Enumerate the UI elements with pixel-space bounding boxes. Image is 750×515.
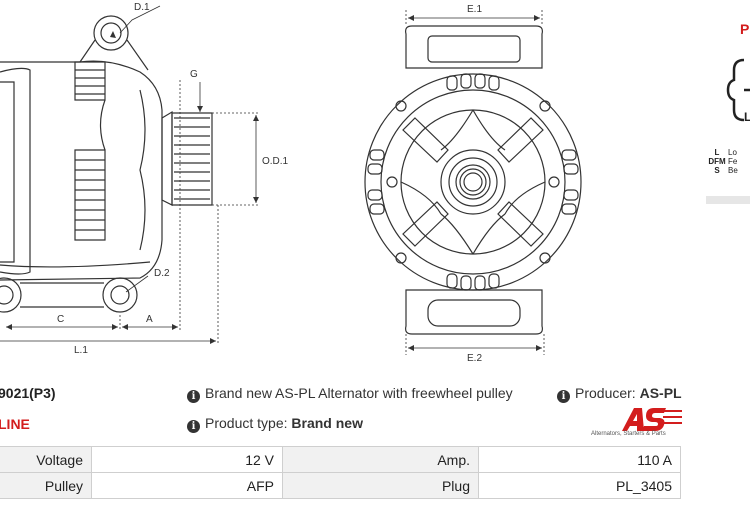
side-letter-top: P bbox=[740, 21, 749, 37]
info-icon: i bbox=[187, 420, 200, 433]
logo-tagline: Alternators, Starters & Parts bbox=[591, 431, 666, 437]
table-row: Voltage 12 V Amp. 110 A bbox=[0, 446, 681, 473]
label-l1: L.1 bbox=[74, 345, 88, 356]
spec-value: 110 A bbox=[478, 446, 681, 473]
spec-label: Voltage bbox=[0, 446, 92, 473]
pulley-hub bbox=[440, 149, 506, 215]
label-d2: D.2 bbox=[154, 268, 170, 279]
spec-value: AFP bbox=[91, 472, 283, 499]
product-code: 9021(P3) bbox=[0, 385, 56, 401]
mount-ear-bottom bbox=[102, 277, 138, 313]
mount-ear-top bbox=[93, 15, 129, 51]
alternator-body bbox=[0, 60, 163, 281]
alternator-front-housing bbox=[364, 73, 582, 291]
mount-tab-top bbox=[405, 25, 543, 69]
table-row: Pulley AFP Plug PL_3405 bbox=[0, 472, 681, 499]
label-c: C bbox=[57, 314, 64, 325]
spec-label: Amp. bbox=[282, 446, 479, 473]
spec-label: Pulley bbox=[0, 472, 92, 499]
side-letter-connector: L bbox=[744, 110, 750, 124]
mount-tab-bottom bbox=[405, 289, 543, 335]
spec-value: PL_3405 bbox=[478, 472, 681, 499]
label-g: G bbox=[190, 69, 198, 80]
label-a: A bbox=[146, 314, 153, 325]
product-type-value: Brand new bbox=[291, 415, 363, 431]
label-e2: E.2 bbox=[467, 353, 482, 364]
alternator-technical-drawing: D.1 G O.D.1 D.2 C A L.1 E.1 E.2 P L bbox=[0, 2, 750, 364]
specs-table: Voltage 12 V Amp. 110 A Pulley AFP Plug … bbox=[0, 446, 681, 499]
info-icon: i bbox=[187, 390, 200, 403]
as-pl-logo bbox=[622, 408, 682, 431]
spec-value: 12 V bbox=[91, 446, 283, 473]
info-icon: i bbox=[557, 390, 570, 403]
connector-sketch bbox=[726, 58, 745, 122]
label-od1: O.D.1 bbox=[262, 156, 289, 167]
product-line: LINE bbox=[0, 416, 30, 432]
label-e1: E.1 bbox=[467, 4, 482, 15]
spec-label: Plug bbox=[282, 472, 479, 499]
producer-value: AS-PL bbox=[639, 385, 682, 401]
label-d1: D.1 bbox=[134, 2, 150, 13]
